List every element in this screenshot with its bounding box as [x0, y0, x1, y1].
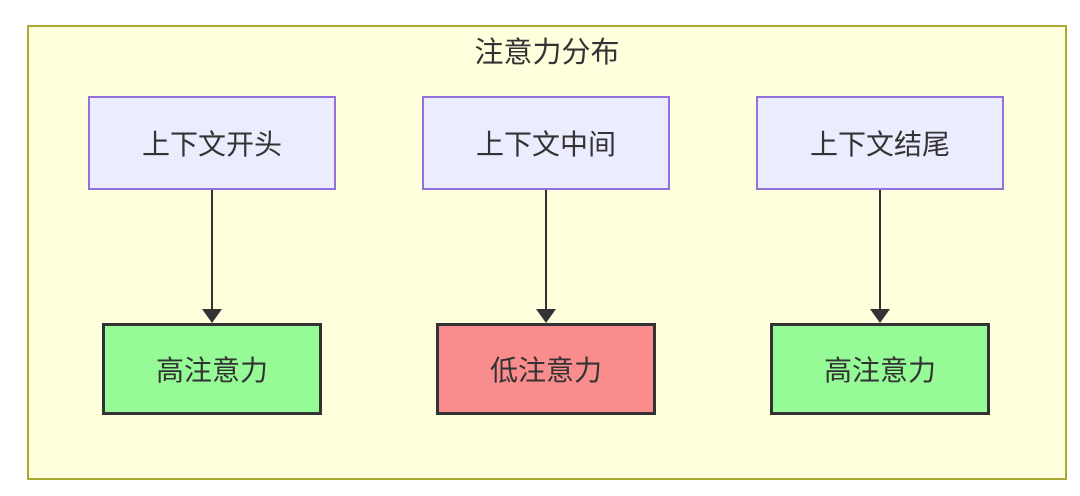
arrowhead-down-icon [870, 309, 890, 323]
edge-context-end [870, 190, 890, 323]
attention-distribution-group: 注意力分布 上下文开头 高注意力 上下文中间 低注意力 上下文结尾 [27, 25, 1067, 480]
arrow-line [545, 190, 547, 309]
flow-column-context-middle: 上下文中间 低注意力 [422, 96, 670, 415]
edge-context-start [202, 190, 222, 323]
flow-column-context-end: 上下文结尾 高注意力 [756, 96, 1004, 415]
diagram-title: 注意力分布 [474, 37, 620, 69]
node-context-middle: 上下文中间 [422, 96, 670, 190]
flow-columns: 上下文开头 高注意力 上下文中间 低注意力 上下文结尾 [29, 96, 1065, 415]
arrowhead-down-icon [202, 309, 222, 323]
arrow-line [879, 190, 881, 309]
node-high-attention-1: 高注意力 [102, 323, 322, 415]
arrow-line [211, 190, 213, 309]
node-high-attention-2: 高注意力 [770, 323, 990, 415]
node-context-end: 上下文结尾 [756, 96, 1004, 190]
node-context-start: 上下文开头 [88, 96, 336, 190]
arrowhead-down-icon [536, 309, 556, 323]
node-low-attention: 低注意力 [436, 323, 656, 415]
flow-column-context-start: 上下文开头 高注意力 [88, 96, 336, 415]
edge-context-middle [536, 190, 556, 323]
